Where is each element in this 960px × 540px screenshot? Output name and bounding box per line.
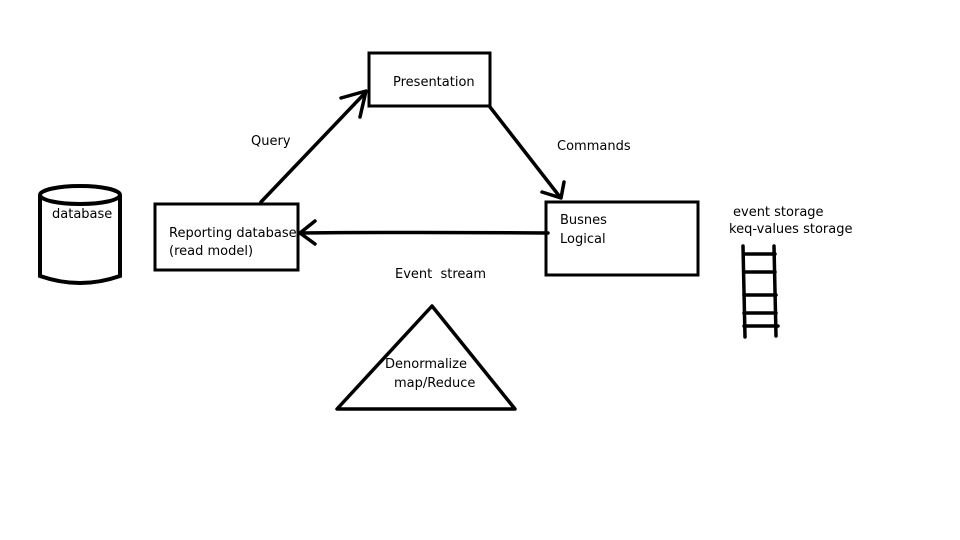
database-cylinder-top <box>38 184 122 206</box>
reporting-database-box <box>153 202 300 272</box>
denormalize-label-line2: map/Reduce <box>394 376 475 391</box>
query-label: Query <box>251 134 291 149</box>
event-storage-label: event storage <box>733 205 824 220</box>
event-stream-arrow-line <box>298 230 550 235</box>
denormalize-label-line1: Denormalize <box>385 357 467 372</box>
presentation-label: Presentation <box>393 75 475 90</box>
database-cylinder-body <box>38 195 122 285</box>
ladder-left-rail <box>741 244 747 339</box>
query-arrow: Query <box>251 89 368 204</box>
business-logic-box <box>544 200 700 277</box>
commands-arrow-head <box>540 180 566 200</box>
event-stream-arrow-head <box>298 219 317 246</box>
business-logic-node: Busnes Logical <box>544 200 700 277</box>
presentation-node: Presentation <box>367 51 492 108</box>
database-cylinder: database <box>38 184 122 285</box>
reporting-database-node: Reporting database (read model) <box>153 202 300 272</box>
presentation-box <box>367 51 492 108</box>
query-arrow-line <box>259 91 367 204</box>
event-stream-label: Event stream <box>395 267 486 282</box>
business-logic-label-line1: Busnes <box>560 213 607 228</box>
reporting-database-label-line1: Reporting database <box>169 226 297 241</box>
key-values-storage-label: keq-values storage <box>729 222 852 237</box>
query-arrow-head <box>339 89 368 119</box>
event-storage-ladder-icon <box>741 244 780 339</box>
commands-arrow: Commands <box>488 105 631 200</box>
business-logic-label-line2: Logical <box>560 232 606 247</box>
database-label: database <box>52 207 112 222</box>
commands-label: Commands <box>557 139 631 154</box>
ladder-right-rail <box>772 244 778 338</box>
commands-arrow-line <box>488 105 562 199</box>
reporting-database-label-line2: (read model) <box>169 244 253 259</box>
event-stream-arrow: Event stream <box>298 219 550 282</box>
denormalize-triangle <box>335 304 517 411</box>
denormalize-node: Denormalize map/Reduce <box>335 304 517 411</box>
